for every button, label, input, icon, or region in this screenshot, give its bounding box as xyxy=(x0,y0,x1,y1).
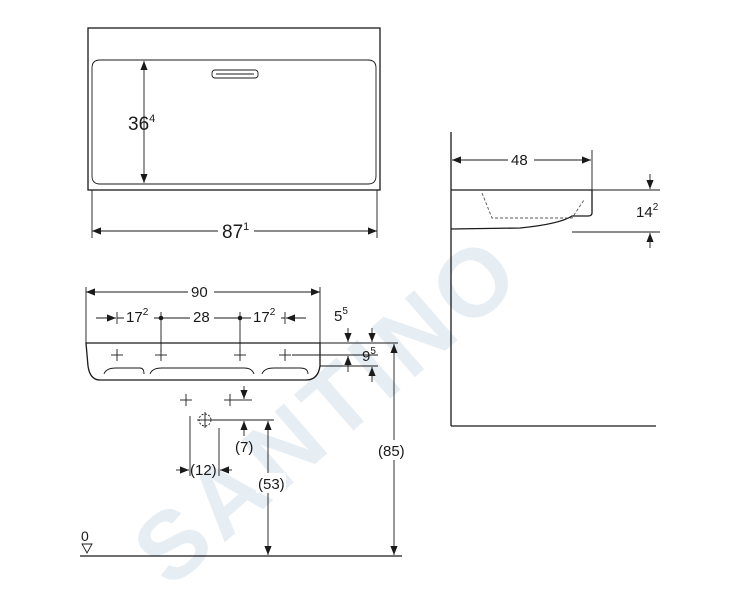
basin-bowl-hidden xyxy=(481,192,585,219)
depth-dimension-label: 48 xyxy=(511,152,528,169)
top-view: 364 871 xyxy=(87,27,381,243)
basin-front-foot-right xyxy=(261,367,309,375)
width-dimension-label: 871 xyxy=(222,221,249,243)
spacing-left-sup: 2 xyxy=(143,307,149,318)
fixing-point-4 xyxy=(279,349,291,361)
supply-point-right xyxy=(224,394,236,406)
spacing-left-value: 17 xyxy=(126,309,143,326)
thickness-sup: 2 xyxy=(653,202,659,213)
watermark-text: SANTINO xyxy=(114,214,542,600)
drain-height-label: (53) xyxy=(258,476,285,493)
height-value: 36 xyxy=(128,114,149,135)
top-offset-value: 5 xyxy=(334,308,342,325)
floor-datum-label: 0 xyxy=(81,528,89,544)
total-height-label: (85) xyxy=(378,443,405,460)
fixing-point-3 xyxy=(234,349,246,361)
basin-profile xyxy=(450,189,593,230)
drain-width-label: (12) xyxy=(190,462,217,479)
spacing-dot-1 xyxy=(158,315,164,321)
side-view: 48 142 xyxy=(450,132,660,427)
spacing-left-label-bg xyxy=(124,307,154,325)
top-offset-sup: 5 xyxy=(342,306,348,317)
drain-offset-label: (7) xyxy=(235,439,253,456)
thickness-value: 14 xyxy=(636,204,653,221)
supply-point-left xyxy=(180,394,192,406)
spacing-center-label-bg xyxy=(190,307,214,325)
drain-symbol xyxy=(197,412,213,428)
basin-front-outline xyxy=(85,342,321,381)
spacing-right-sup: 2 xyxy=(270,307,276,318)
height-sup: 4 xyxy=(149,113,155,125)
front-view: 90 172 28 172 xyxy=(80,282,414,557)
top-view-basin-bowl xyxy=(91,59,377,185)
width-label-bg xyxy=(218,220,254,242)
total-height-label-bg xyxy=(376,440,414,460)
spacing-right-label: 172 xyxy=(253,307,276,326)
overall-label-bg xyxy=(188,282,214,302)
fixing-point-1 xyxy=(111,349,123,361)
overflow-slot xyxy=(211,69,259,79)
depth-label-bg xyxy=(508,149,534,169)
floor-datum-triangle xyxy=(81,543,93,554)
overall-dimension-label: 90 xyxy=(191,284,208,301)
fixing-height-label: 95 xyxy=(362,346,376,365)
spacing-dot-2 xyxy=(237,315,243,321)
spacing-center-label: 28 xyxy=(193,309,210,326)
basin-front-foot-center xyxy=(149,367,255,375)
fixing-point-2 xyxy=(155,349,167,361)
fixing-height-sup: 5 xyxy=(370,346,376,357)
top-view-outline xyxy=(87,27,381,191)
fixing-height-value: 9 xyxy=(362,348,370,365)
width-value: 87 xyxy=(222,222,243,243)
thickness-dimension-label: 142 xyxy=(636,202,659,221)
spacing-right-label-bg xyxy=(251,307,281,325)
spacing-right-value: 17 xyxy=(253,309,270,326)
basin-front-foot-left xyxy=(103,367,145,375)
drain-height-label-bg xyxy=(256,473,286,493)
width-sup: 1 xyxy=(243,221,249,233)
watermark: SANTINO xyxy=(114,214,542,600)
spacing-left-label: 172 xyxy=(126,307,149,326)
top-offset-label: 55 xyxy=(334,306,348,325)
height-dimension-label: 364 xyxy=(128,113,155,135)
